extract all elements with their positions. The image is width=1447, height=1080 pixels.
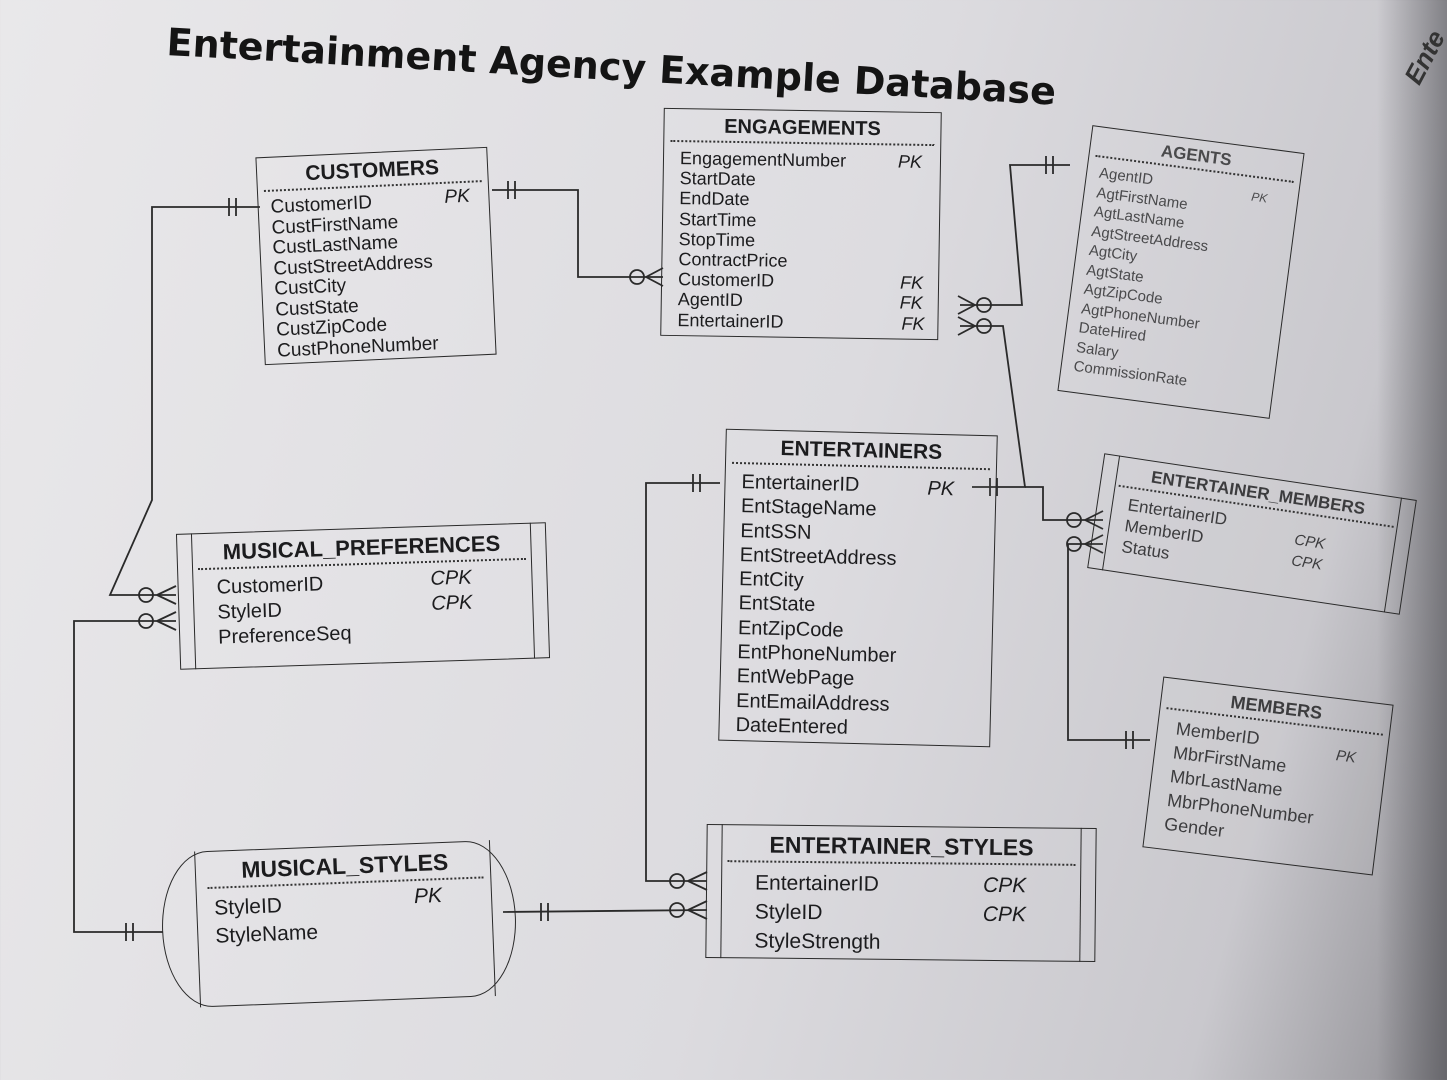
key-members-memberid: PK [1334, 747, 1357, 767]
entity-entertainers: ENTERTAINERS EntertainerID EntStageName … [718, 428, 998, 748]
rel-customers-preferences [108, 206, 260, 596]
key-engagements-engagementnumber: PK [897, 151, 923, 172]
key-entstyles-entertainerid: CPK [982, 873, 1027, 898]
rel-customers-engagements [492, 189, 663, 278]
rel-entertainers-engagements [960, 325, 1027, 488]
key-entstyles-styleid: CPK [982, 902, 1027, 927]
field-entstyles-entertainerid: EntertainerID [754, 871, 879, 896]
entity-entertainer-styles: ENTERTAINER_STYLES EntertainerID StyleID… [705, 823, 1097, 963]
entity-agents: AGENTS AgentID AgtFirstName AgtLastName … [1057, 125, 1305, 419]
key-entertainers-entertainerid: PK [927, 477, 955, 501]
key-musicalprefs-customerid: CPK [430, 566, 472, 590]
field-entstyles-stylestrength: StyleStrength [754, 929, 881, 954]
entity-musical-styles: MUSICAL_STYLES StyleID StyleName PK [159, 839, 519, 1009]
key-entmembers-memberid: CPK [1290, 552, 1324, 574]
key-musicalstyles-styleid: PK [413, 884, 443, 909]
rel-entertainers-entstyles [645, 482, 720, 882]
key-agents-agentid: PK [1250, 189, 1269, 206]
rel-entertainers-entmembers [1025, 486, 1103, 521]
rel-agents-engagements [960, 164, 1070, 306]
key-engagements-customerid: FK [899, 272, 924, 293]
entity-engagements-name: ENGAGEMENTS [670, 108, 935, 147]
rel-styles-preferences [73, 620, 176, 933]
rel-styles-entstyles [502, 909, 708, 913]
key-engagements-agentid: FK [899, 292, 923, 313]
field-entertainers-dateentered: DateEntered [735, 714, 849, 739]
entity-members: MEMBERS MemberID MbrFirstName MbrLastNam… [1142, 676, 1394, 876]
entity-engagements: ENGAGEMENTS EngagementNumber StartDate E… [660, 107, 942, 341]
key-musicalprefs-styleid: CPK [430, 591, 473, 615]
field-engagements-entertainerid: EntertainerID [677, 309, 784, 332]
entity-musical-preferences: MUSICAL_PREFERENCES CustomerID StyleID P… [175, 522, 551, 670]
entity-entertainer-styles-name: ENTERTAINER_STYLES [727, 825, 1076, 866]
key-engagements-entertainerid: FK [901, 313, 925, 334]
key-customers-customerid: PK [443, 185, 471, 208]
entity-customers: CUSTOMERS CustomerID CustFirstName CustL… [255, 146, 497, 366]
field-entstyles-styleid: StyleID [754, 900, 823, 925]
